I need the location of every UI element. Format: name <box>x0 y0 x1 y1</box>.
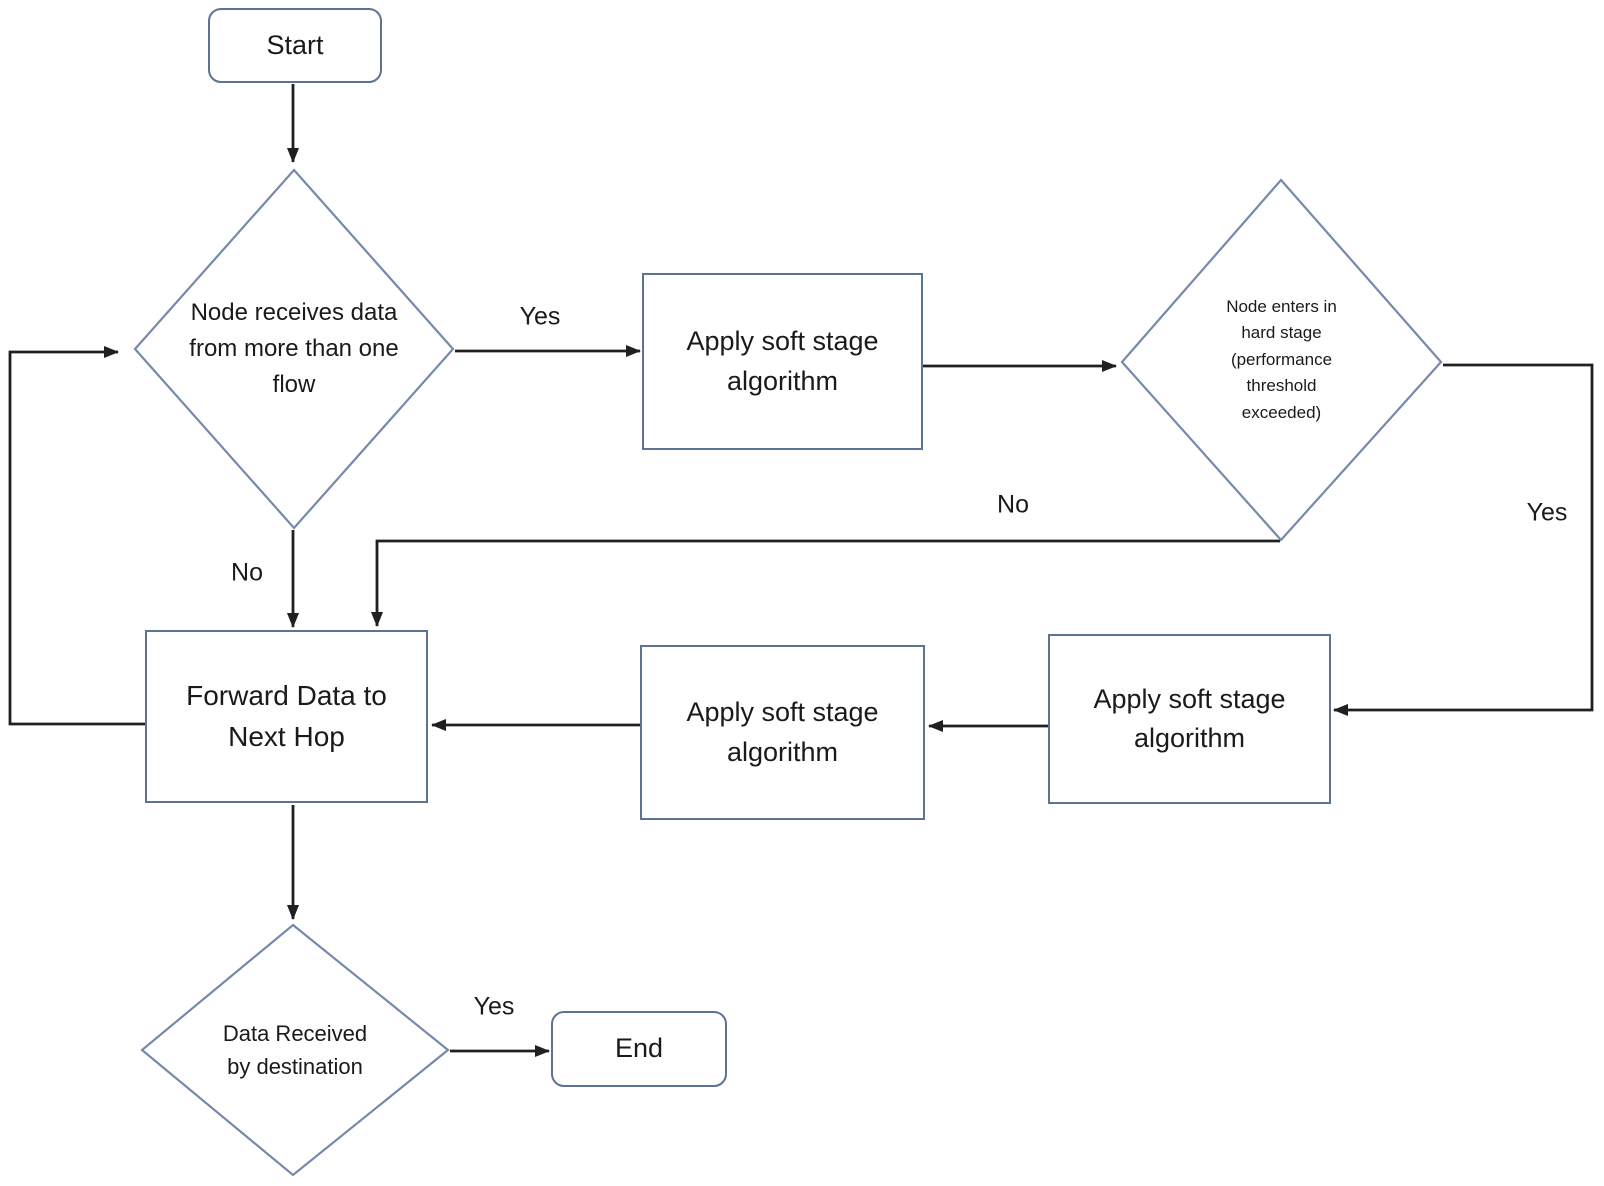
node-start-label: Start <box>266 29 324 60</box>
node-soft-stage-mid-label: Apply soft stage algorithm <box>686 697 879 767</box>
node-hard-stage-decision-label: Node enters in hard stage (performance t… <box>1226 297 1337 422</box>
edge-label-no-receive: No <box>227 558 267 588</box>
node-soft-stage-mid: Apply soft stage algorithm <box>640 645 925 820</box>
node-forward-data: Forward Data to Next Hop <box>145 630 428 803</box>
node-soft-stage-top: Apply soft stage algorithm <box>642 273 923 450</box>
node-received-decision: Data Received by destination <box>140 923 450 1177</box>
edge-label-yes-received: Yes <box>469 992 519 1022</box>
edge-hard-no-to-forward <box>371 539 1280 627</box>
node-soft-stage-right: Apply soft stage algorithm <box>1048 634 1331 804</box>
node-forward-data-label: Forward Data to Next Hop <box>186 679 387 752</box>
node-soft-stage-top-label: Apply soft stage algorithm <box>686 326 879 396</box>
node-receive-decision-label: Node receives data from more than one fl… <box>189 299 399 398</box>
node-soft-stage-right-label: Apply soft stage algorithm <box>1093 683 1286 753</box>
node-end: End <box>551 1011 727 1087</box>
node-receive-decision: Node receives data from more than one fl… <box>133 168 455 530</box>
node-start: Start <box>208 8 382 83</box>
edge-forward-loop-to-receive-decision <box>8 346 146 726</box>
edge-hard-yes-to-soft-stage-right <box>1333 363 1594 716</box>
node-end-label: End <box>614 1033 664 1064</box>
diamond-shape <box>1120 178 1443 542</box>
node-hard-stage-decision: Node enters in hard stage (performance t… <box>1120 178 1443 542</box>
diamond-shape <box>133 168 455 530</box>
edge-label-yes-hard: Yes <box>1522 498 1572 528</box>
edge-label-no-hard: No <box>993 490 1033 520</box>
diamond-shape <box>140 923 450 1177</box>
node-received-decision-label: Data Received by destination <box>222 1021 368 1079</box>
edge-label-yes-receive: Yes <box>515 302 565 332</box>
